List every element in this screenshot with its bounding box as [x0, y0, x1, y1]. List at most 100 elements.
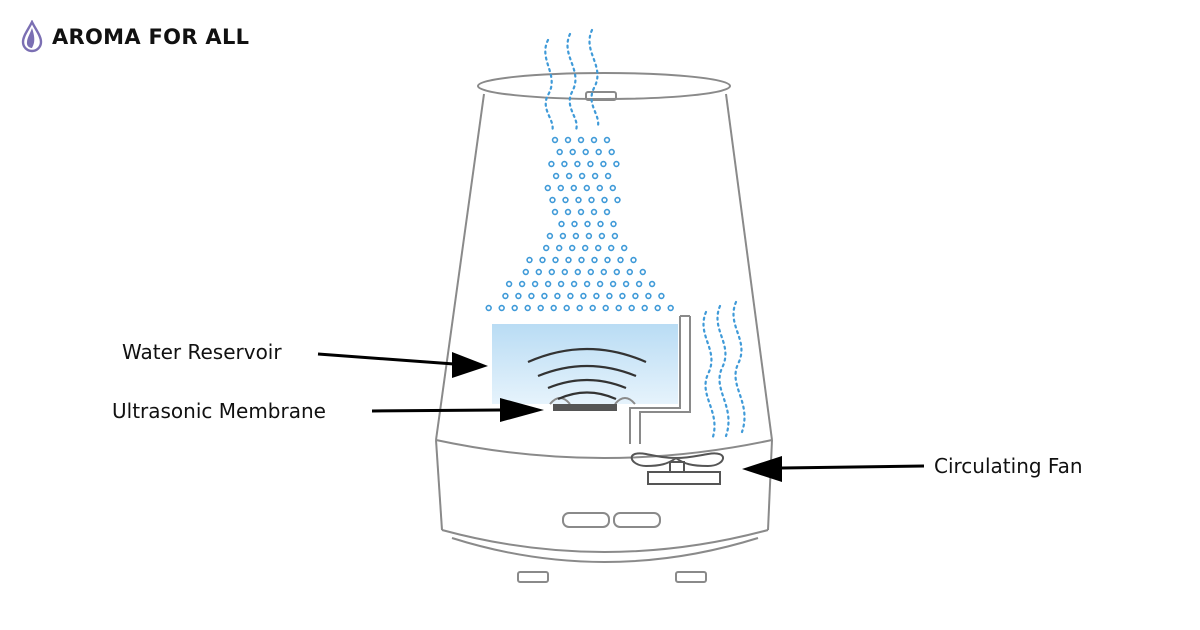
- mist-dot: [571, 220, 578, 228]
- mist-dot: [613, 160, 620, 168]
- mist-dot: [594, 244, 602, 252]
- body-right-edge: [725, 93, 773, 441]
- mist-dot: [561, 268, 568, 276]
- mist-dot: [557, 184, 564, 192]
- mist-dot: [528, 292, 535, 300]
- mist-dot: [602, 304, 609, 312]
- mist-dot: [614, 196, 621, 204]
- mist-dot: [587, 160, 594, 168]
- mist-dot: [628, 304, 635, 312]
- mist-dot: [563, 304, 570, 312]
- mist-dot: [591, 172, 599, 180]
- mist-dot: [542, 244, 550, 252]
- nozzle-cap: [585, 91, 617, 101]
- diffuser-body: [435, 72, 773, 583]
- mist-dot: [635, 280, 643, 288]
- drop-icon: [21, 20, 43, 53]
- brand-name: AROMA FOR ALL: [52, 25, 250, 49]
- mist-dot: [604, 256, 611, 264]
- vapor-trails: [544, 28, 746, 442]
- mist-dot: [541, 292, 548, 300]
- mist-dot: [603, 208, 611, 216]
- mist-dot: [570, 280, 578, 288]
- mist-dot: [609, 184, 616, 192]
- mist-dot: [601, 196, 608, 204]
- circulating-fan: [630, 452, 724, 485]
- mist-dot: [639, 268, 646, 276]
- mist-dot: [576, 304, 583, 312]
- arrow-membrane: [371, 398, 544, 422]
- mist-dot: [531, 280, 539, 288]
- mist-dot: [539, 256, 546, 264]
- foot-left: [517, 571, 549, 583]
- mist-dot: [565, 172, 573, 180]
- mist-dot: [613, 268, 620, 276]
- mist-dot: [549, 196, 556, 204]
- mist-dot: [550, 304, 557, 312]
- mist-dot: [522, 268, 529, 276]
- mist-dot: [645, 292, 652, 300]
- arrow-fan: [742, 456, 925, 482]
- vapor-trail: [716, 304, 730, 438]
- mist-dot: [557, 280, 565, 288]
- mist-dot: [588, 196, 595, 204]
- mist-dot: [596, 184, 603, 192]
- mist-dot: [593, 292, 600, 300]
- base-lower-rim: [451, 537, 759, 563]
- mist-dot: [580, 292, 587, 300]
- water-reservoir: [492, 324, 678, 404]
- body-base-seam: [435, 439, 773, 459]
- mist-dot: [583, 280, 591, 288]
- mist-dot: [568, 244, 576, 252]
- label-ultrasonic-membrane: Ultrasonic Membrane: [112, 399, 326, 423]
- mist-dot: [569, 148, 576, 156]
- ultrasonic-membrane: [553, 404, 617, 411]
- mist-dot: [590, 208, 598, 216]
- mist-dot: [544, 280, 552, 288]
- mist-dot: [600, 268, 607, 276]
- mist-dot: [558, 220, 565, 228]
- base-right-edge: [767, 439, 773, 531]
- mist-dot: [548, 160, 555, 168]
- mist-dot: [667, 304, 674, 312]
- mist-dot: [565, 256, 572, 264]
- mist-dot: [524, 304, 531, 312]
- mist-dot: [626, 268, 633, 276]
- mist-dot: [595, 148, 602, 156]
- mist-dot: [615, 304, 622, 312]
- mist-dot: [597, 220, 604, 228]
- body-left-edge: [435, 93, 485, 441]
- base-bottom-rim: [441, 529, 769, 553]
- mist-dot: [546, 232, 554, 240]
- mist-dot: [485, 304, 492, 312]
- mist-dot: [583, 184, 590, 192]
- base-left-edge: [435, 439, 443, 531]
- mist-dot: [535, 268, 542, 276]
- vapor-trail: [588, 28, 600, 128]
- mist-dot: [551, 136, 559, 144]
- mist-dot: [578, 172, 586, 180]
- foot-right: [675, 571, 707, 583]
- mist-dot: [574, 268, 581, 276]
- mist-dot: [556, 148, 563, 156]
- label-water-reservoir: Water Reservoir: [122, 340, 282, 364]
- mist-dot: [641, 304, 648, 312]
- mist-dot: [562, 196, 569, 204]
- mist-dot: [526, 256, 533, 264]
- mist-dot: [552, 172, 560, 180]
- mist-dot: [608, 148, 615, 156]
- brand-logo: AROMA FOR ALL: [20, 20, 249, 54]
- mist-dot: [606, 292, 613, 300]
- label-circulating-fan: Circulating Fan: [934, 454, 1083, 478]
- mist-dot: [502, 292, 509, 300]
- mist-dot: [577, 208, 585, 216]
- ultrasonic-waves: [527, 347, 647, 401]
- mist-dot: [604, 172, 612, 180]
- mist-dot: [552, 256, 559, 264]
- mist-dot: [589, 304, 596, 312]
- mist-dot: [555, 244, 563, 252]
- mist-dot: [622, 280, 630, 288]
- mist-dot: [632, 292, 639, 300]
- mist-dot: [551, 208, 559, 216]
